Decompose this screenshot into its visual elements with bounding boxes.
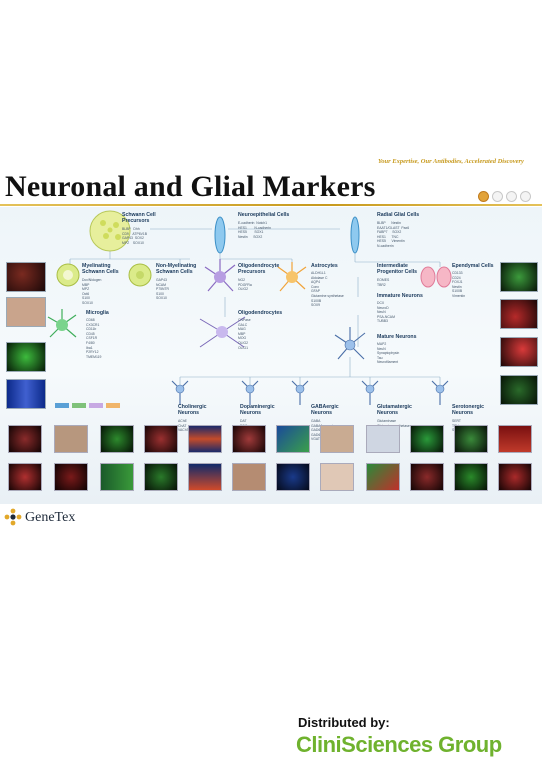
poster-artwork (47, 210, 452, 408)
cell-label: Astrocytes (311, 263, 338, 269)
marker-list: AChE ChAT VAChT (178, 419, 189, 433)
marker-list: BLBP Nestin EAAT1/GLAST Pax6 FABP7 SOX2 … (377, 221, 410, 248)
stain-thumbnail (188, 425, 222, 453)
distributor-name: CliniSciences Group (296, 732, 502, 757)
stain-thumbnail (100, 425, 134, 453)
distributed-by-label: Distributed by: (298, 715, 390, 730)
stain-thumbnail (454, 463, 488, 491)
cell-label: Microglia (86, 310, 109, 316)
cell-label: Intermediate Progenitor Cells (377, 263, 418, 275)
marker-list: E-cadherin Notch1 HES1 N-cadherin HES5 S… (238, 221, 271, 239)
stain-thumbnail (500, 337, 538, 367)
cell-label: Myelinating Schwann Cells (82, 263, 119, 275)
stain-thumbnail (366, 425, 400, 453)
genetex-logo-icon (4, 508, 22, 526)
marker-list: EOMES TBR2 (377, 278, 390, 287)
genetex-brand: GeneTex (25, 510, 76, 525)
cell-label: Mature Neurons (377, 334, 417, 340)
stain-thumbnail (54, 425, 88, 453)
stain-thumbnail (232, 463, 266, 491)
cell-label: GABAergic Neurons (311, 404, 339, 416)
stain-thumbnail (6, 342, 46, 372)
stain-thumbnail (410, 463, 444, 491)
stain-thumbnail (498, 425, 532, 453)
cell-label: Dopaminergic Neurons (240, 404, 275, 416)
stain-thumbnail (276, 463, 310, 491)
stain-thumbnail (6, 262, 46, 292)
stain-thumbnail (498, 463, 532, 491)
cell-label: Immature Neurons (377, 293, 423, 299)
cell-label: Non-Myelinating Schwann Cells (156, 263, 197, 275)
stain-thumbnail (410, 425, 444, 453)
stain-thumbnail (500, 375, 538, 405)
stain-thumbnail (100, 463, 134, 491)
circle-icon (520, 191, 531, 202)
marker-list: CD68 CX3CR1 CD11b CD45 CSF1R F4/80 Iba1 … (86, 318, 102, 359)
cell-label: Serotonergic Neurons (452, 404, 484, 416)
header-icons (478, 191, 531, 202)
marker-list: ALDH1L1 Aldolase C AQP4 Conx GFAP Glutam… (311, 271, 344, 308)
stain-thumbnail (366, 463, 400, 491)
cell-label: Neuroepithelial Cells (238, 212, 290, 218)
tagline: Your Expertise, Our Antibodies, Accelera… (378, 158, 524, 165)
neuron-icon (492, 191, 503, 202)
stain-thumbnail (8, 463, 42, 491)
marker-list: Dcx/Nidogen MBP MPZ Oct6 S100 SOX10 (82, 278, 102, 305)
stain-thumbnail (144, 463, 178, 491)
marker-list: CD133 CD24 FOXJ1 Nestin S100B Vimentin (452, 271, 466, 298)
stain-thumbnail (6, 297, 46, 327)
cell-label: Ependymal Cells (452, 263, 494, 269)
stain-thumbnail (276, 425, 310, 453)
stain-thumbnail (320, 463, 354, 491)
marker-list: MAP2 NeuN Synaptophysin Tau Neurofilamen… (377, 342, 400, 365)
stain-thumbnail (320, 425, 354, 453)
stain-thumbnail (8, 425, 42, 453)
cell-label: Radial Glial Cells (377, 212, 420, 218)
marker-list: DCX NeuroD NeuN PSA-NCAM TUBB3 (377, 301, 395, 324)
stain-thumbnail (144, 425, 178, 453)
stain-thumbnail (500, 299, 538, 329)
marker-list: GAP43 NCAM P75NTR S100 SOX10 (156, 278, 170, 301)
marker-list: CNPase GALC MAG MBP MOG OLIG2 OLIG1 (238, 318, 251, 350)
circle-icon (506, 191, 517, 202)
stain-thumbnail (500, 262, 538, 292)
hand-icon (478, 191, 489, 202)
gold-divider (0, 204, 542, 206)
marker-list: BLBP Dhh CD9 ATP6V1B GAP43 SOX2 MPZ SOX1… (122, 227, 147, 245)
stain-thumbnail (232, 425, 266, 453)
cell-label: Cholinergic Neurons (178, 404, 207, 416)
marker-list: NG2 PDGFRa OLIG2 (238, 278, 252, 292)
page-title: Neuronal and Glial Markers (5, 170, 376, 203)
stain-thumbnail (454, 425, 488, 453)
cell-label: Oligodendrocytes (238, 310, 283, 316)
stain-thumbnail (6, 379, 46, 409)
cell-label: Oligodendrocyte Precursors (238, 263, 280, 275)
marker-poster: Schwann Cell Precursors BLBP Dhh CD9 ATP… (0, 207, 542, 504)
cell-label: Schwann Cell Precursors (122, 212, 156, 224)
cell-label: Glutamatergic Neurons (377, 404, 412, 416)
stain-thumbnail (188, 463, 222, 491)
stain-thumbnail (54, 463, 88, 491)
